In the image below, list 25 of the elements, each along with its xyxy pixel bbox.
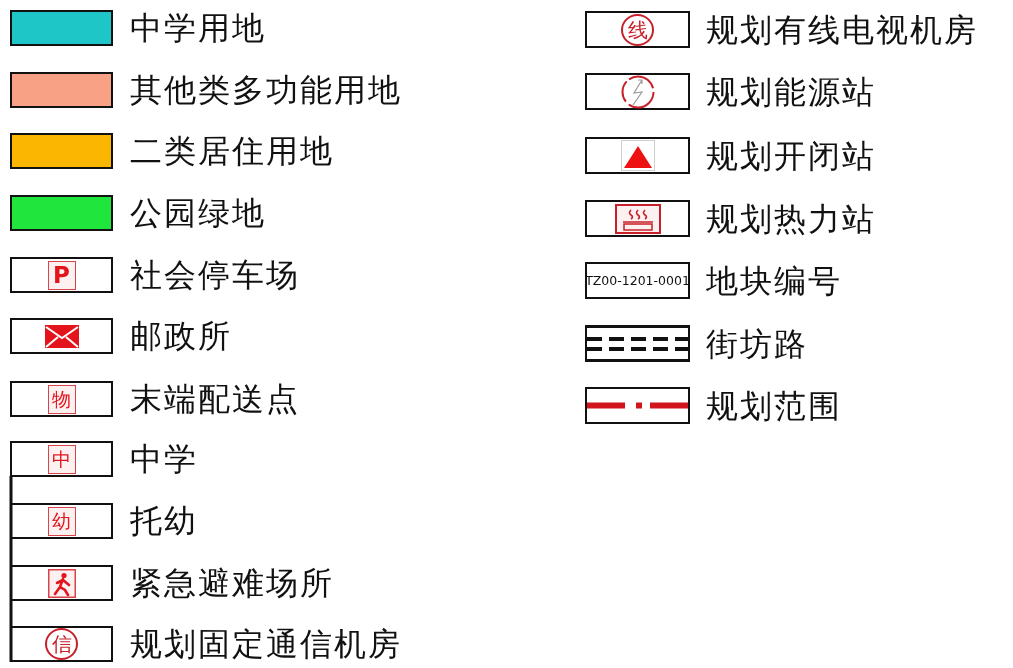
legend-label: 社会停车场 [130,255,300,295]
legend-label: 末端配送点 [130,379,300,419]
legend-label: 公园绿地 [130,193,266,233]
legend-label: 二类居住用地 [130,131,334,171]
legend-label: 邮政所 [130,316,232,356]
legend-label: 规划能源站 [706,71,876,112]
parcel-code: TZ00-1201-0001 [585,262,690,299]
legend-label: 规划范围 [706,385,842,426]
map-symbol: 幼 [47,506,76,536]
map-symbol: 信 [45,628,78,660]
map-symbol: 线 [621,13,654,46]
legend-label: 紧急避难场所 [130,563,334,603]
map-symbol: 中 [47,444,76,474]
legend-label: 地块编号 [706,260,842,301]
legend-label: 街坊路 [706,323,808,364]
map-symbol: 物 [47,384,76,414]
legend-label: 中学 [130,439,198,479]
legend-label: 规划热力站 [706,198,876,239]
legend-label: 规划固定通信机房 [130,624,402,664]
legend-label: 规划有线电视机房 [706,9,978,50]
legend-label: 其他类多功能用地 [130,70,402,110]
legend-label: 规划开闭站 [706,135,876,176]
legend-label: 中学用地 [130,8,266,48]
legend-label: 托幼 [130,501,198,541]
map-symbol: P [47,260,76,290]
